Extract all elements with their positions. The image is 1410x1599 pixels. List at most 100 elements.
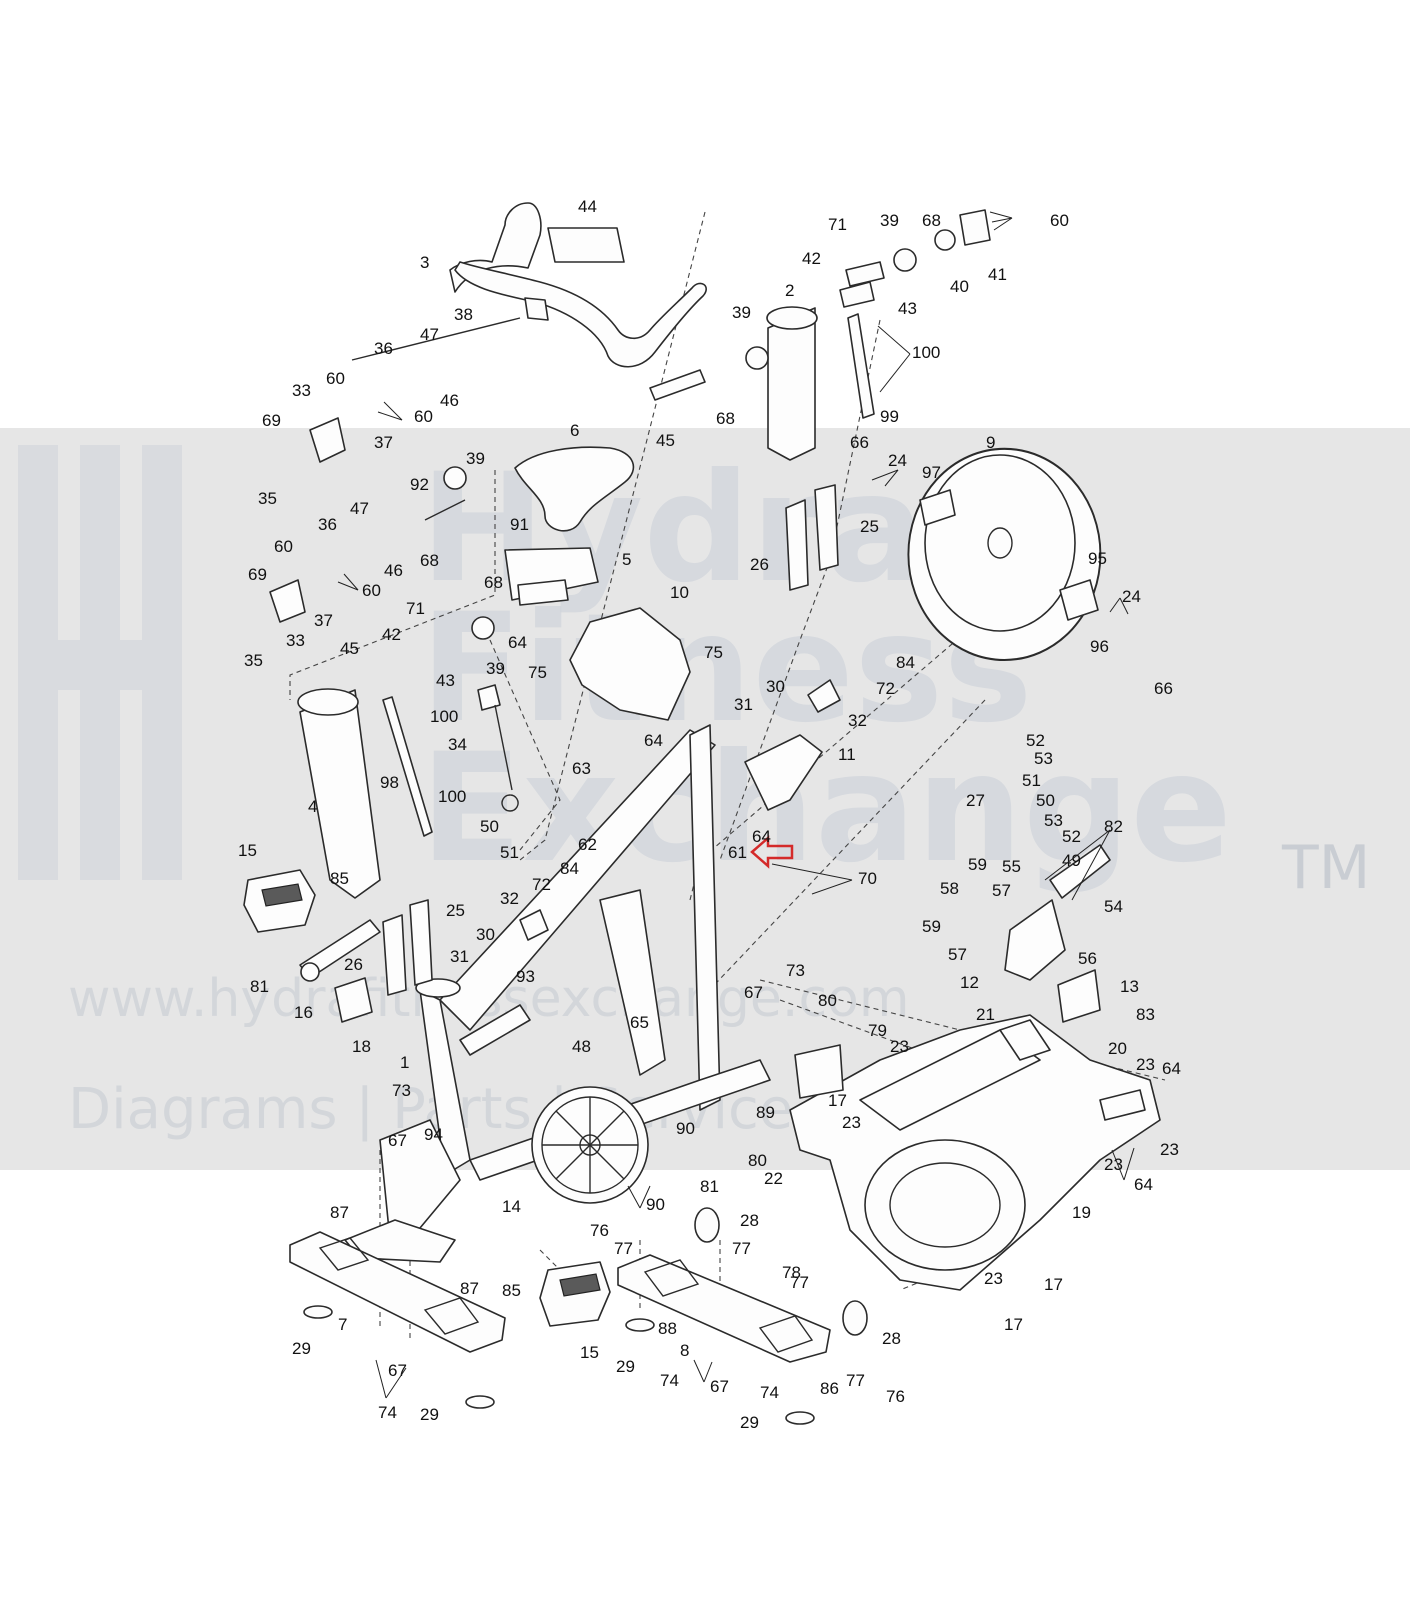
part-label-25-b: 25 <box>446 901 465 920</box>
part-label-74-a: 74 <box>378 1403 397 1422</box>
part-label-64-b: 64 <box>644 731 663 750</box>
part-label-42-a: 42 <box>802 249 821 268</box>
frame-cover <box>569 607 691 721</box>
part-label-98: 98 <box>380 773 399 792</box>
part-label-75-a: 75 <box>704 643 723 662</box>
part-label-64-a: 64 <box>508 633 527 652</box>
part-label-73-a: 73 <box>786 961 805 980</box>
part-label-66-b: 66 <box>1154 679 1173 698</box>
part-label-80-a: 80 <box>818 991 837 1010</box>
part-label-11: 11 <box>838 745 856 764</box>
part-label-27: 27 <box>966 791 985 810</box>
part-label-21: 21 <box>976 1005 995 1024</box>
part-label-37-b: 37 <box>314 611 333 630</box>
part-label-33-b: 33 <box>286 631 305 650</box>
part-label-74-c: 74 <box>760 1383 779 1402</box>
part-label-80-b: 80 <box>748 1151 767 1170</box>
part-label-67-d: 67 <box>710 1377 729 1396</box>
part-label-67-a: 67 <box>744 983 763 1002</box>
part-label-23-d: 23 <box>1104 1155 1123 1174</box>
part-label-3: 3 <box>420 253 429 272</box>
part-label-94: 94 <box>424 1125 443 1144</box>
part-label-83: 83 <box>1136 1005 1155 1024</box>
pedal-right <box>539 1261 611 1327</box>
part-label-99: 99 <box>880 407 899 426</box>
part-label-18: 18 <box>352 1037 371 1056</box>
part-label-75-b: 75 <box>528 663 547 682</box>
part-label-32-b: 32 <box>500 889 519 908</box>
small-hardware <box>351 209 991 1099</box>
part-label-72-b: 72 <box>532 875 551 894</box>
part-label-87-b: 87 <box>460 1279 479 1298</box>
part-label-64-c: 64 <box>752 827 771 846</box>
part-label-69-a: 69 <box>262 411 281 430</box>
part-label-81-a: 81 <box>250 977 269 996</box>
part-label-54: 54 <box>1104 897 1123 916</box>
part-label-5: 5 <box>622 550 631 569</box>
part-label-68-b: 68 <box>922 211 941 230</box>
part-label-36-a: 36 <box>374 339 393 358</box>
part-label-31-b: 31 <box>450 947 469 966</box>
part-label-52-a: 52 <box>1026 731 1045 750</box>
part-label-37-a: 37 <box>374 433 393 452</box>
part-label-58: 58 <box>940 879 959 898</box>
part-label-95: 95 <box>1088 549 1107 568</box>
part-label-15-right: 15 <box>580 1343 599 1362</box>
part-label-13: 13 <box>1120 977 1139 996</box>
part-label-4: 4 <box>308 797 317 816</box>
part-label-10: 10 <box>670 583 689 602</box>
part-label-6: 6 <box>570 421 579 440</box>
part-label-84-b: 84 <box>560 859 579 878</box>
part-label-61: 61 <box>728 843 747 862</box>
front-stabilizer <box>289 1231 506 1353</box>
part-label-93: 93 <box>516 967 535 986</box>
part-label-67-b: 67 <box>388 1131 407 1150</box>
part-label-89: 89 <box>756 1103 775 1122</box>
part-label-63: 63 <box>572 759 591 778</box>
part-label-30-a: 30 <box>766 677 785 696</box>
highlight-arrow <box>750 835 794 869</box>
shroud <box>789 1014 1161 1291</box>
part-label-23-f: 23 <box>984 1269 1003 1288</box>
part-label-59-a: 59 <box>968 855 987 874</box>
part-label-87-a: 87 <box>330 1203 349 1222</box>
part-label-25-a: 25 <box>860 517 879 536</box>
part-label-29-c: 29 <box>616 1357 635 1376</box>
part-label-50-b: 50 <box>480 817 499 836</box>
part-label-68-a: 68 <box>716 409 735 428</box>
part-label-53-a: 53 <box>1034 749 1053 768</box>
watermark-trademark: TM <box>1281 833 1370 903</box>
pedal-left <box>243 869 316 933</box>
part-label-23-e: 23 <box>1160 1140 1179 1159</box>
crank-gear <box>531 1086 649 1204</box>
rear-stabilizer <box>617 1254 831 1363</box>
part-label-60-c: 60 <box>414 407 433 426</box>
part-label-85-b: 85 <box>502 1281 521 1300</box>
part-label-97: 97 <box>922 463 941 482</box>
part-label-68-c: 68 <box>420 551 439 570</box>
part-label-42-b: 42 <box>382 625 401 644</box>
part-label-79: 79 <box>868 1021 887 1040</box>
seat <box>504 446 635 606</box>
leader-lines <box>337 211 1135 1399</box>
part-label-73-b: 73 <box>392 1081 411 1100</box>
part-label-65: 65 <box>630 1013 649 1032</box>
part-label-77-c: 77 <box>790 1273 809 1292</box>
part-label-2: 2 <box>785 281 794 300</box>
part-label-45-a: 45 <box>656 431 675 450</box>
part-label-23-a: 23 <box>890 1037 909 1056</box>
part-label-31-a: 31 <box>734 695 753 714</box>
part-label-38: 38 <box>454 305 473 324</box>
part-label-40: 40 <box>950 277 969 296</box>
part-label-46-a: 46 <box>440 391 459 410</box>
part-label-60-a: 60 <box>1050 211 1069 230</box>
part-label-85-a: 85 <box>330 869 349 888</box>
crank-arm <box>299 919 381 1023</box>
part-label-12: 12 <box>960 973 979 992</box>
chain-guard <box>744 734 823 811</box>
part-label-39-c: 39 <box>466 449 485 468</box>
part-label-71-b: 71 <box>406 599 425 618</box>
part-label-24-b: 24 <box>1122 587 1141 606</box>
part-label-90-b: 90 <box>646 1195 665 1214</box>
